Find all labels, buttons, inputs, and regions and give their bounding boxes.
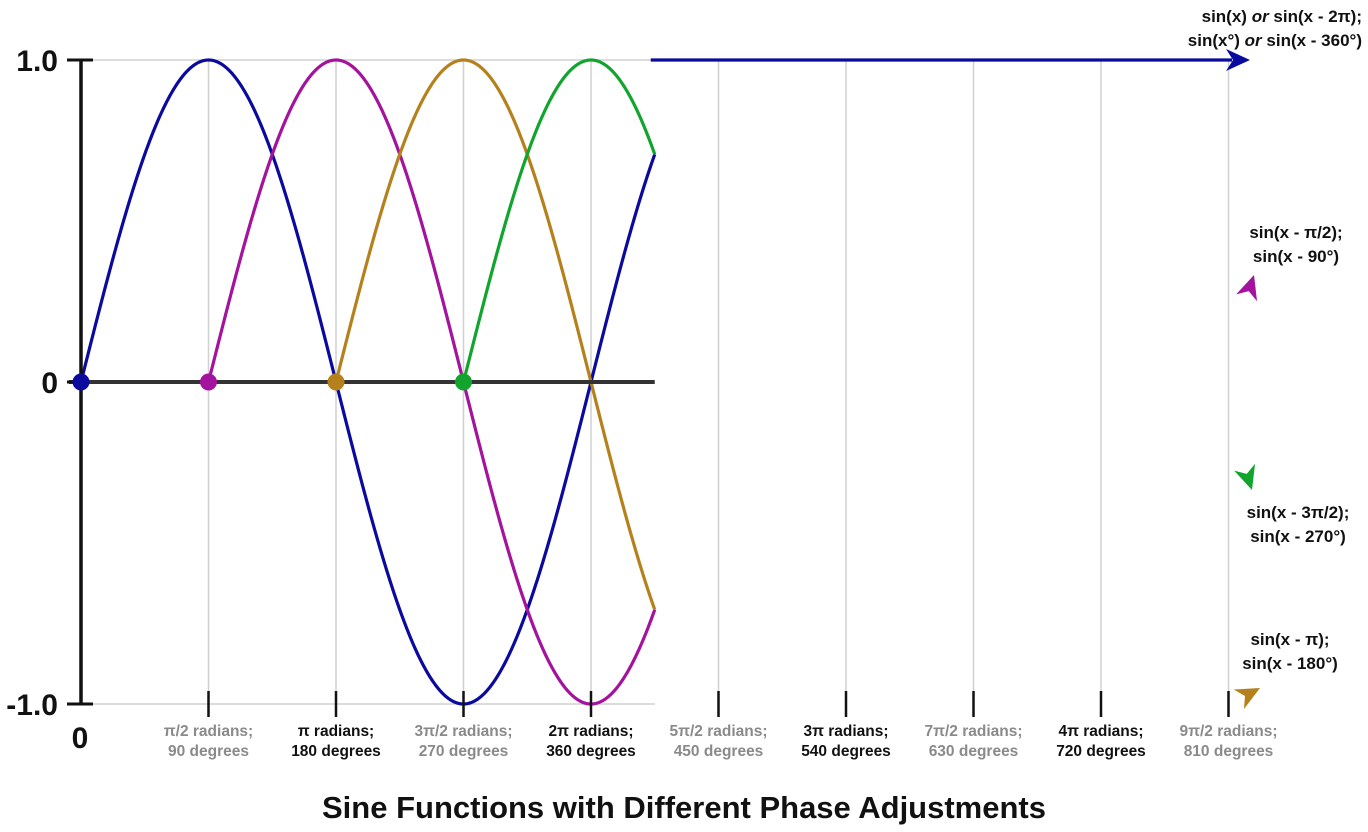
- series-label-italic: or: [1240, 31, 1266, 50]
- x-tick-label-radians: 5π/2 radians;: [669, 723, 767, 740]
- x-tick-label-radians: 3π radians;: [803, 723, 888, 740]
- x-tick-label-degrees: 540 degrees: [801, 743, 891, 760]
- sine-curves: [79, 49, 1260, 709]
- x-tick-label-radians: 7π/2 radians;: [924, 723, 1022, 740]
- arrowhead: [1236, 275, 1258, 302]
- arrowhead-shape: [1236, 275, 1258, 302]
- x-tick-label-radians: 2π radians;: [548, 723, 633, 740]
- series-label-line: sin(x - 180°): [1242, 654, 1338, 673]
- phase-start-dot: [455, 373, 473, 391]
- x-tick-label-degrees: 810 degrees: [1184, 743, 1274, 760]
- x-tick-label-degrees: 630 degrees: [929, 743, 1019, 760]
- arrowhead-shape: [1233, 688, 1260, 709]
- x-tick-label-radians: 3π/2 radians;: [414, 723, 512, 740]
- phase-start-dots: [72, 373, 473, 391]
- axes: 1.0 0 -1.0 0: [6, 45, 1230, 755]
- y-tick-label: 1.0: [16, 45, 58, 78]
- series-label-line: sin(x - 270°): [1250, 527, 1346, 546]
- x-tick-label-radians: 4π radians;: [1058, 723, 1143, 740]
- arrowhead-shape: [1226, 49, 1250, 71]
- y-tick-label: -1.0: [6, 689, 58, 722]
- series-line: [334, 58, 657, 611]
- x-origin-label: 0: [72, 722, 89, 755]
- series-label-line: sin(x) or sin(x - 2π);: [1202, 7, 1362, 26]
- x-tick-label-degrees: 180 degrees: [291, 743, 381, 760]
- series-label-text: sin(x - π);: [1250, 630, 1329, 649]
- x-tick-label-degrees: 450 degrees: [674, 743, 764, 760]
- series-label-text: sin(x - 180°): [1242, 654, 1338, 673]
- phase-start-dot: [200, 373, 218, 391]
- x-tick-labels: π/2 radians; 90 degrees π radians; 180 degr…: [164, 723, 1278, 760]
- x-tick-label-radians: π radians;: [298, 723, 374, 740]
- chart-title: Sine Functions with Different Phase Adju…: [322, 790, 1046, 825]
- series-label-line: sin(x - π);: [1250, 630, 1329, 649]
- series-label-line: sin(x - π/2);: [1249, 223, 1342, 242]
- series-label-text: sin(x - 3π/2);: [1247, 503, 1350, 522]
- arrowhead: [1234, 463, 1256, 490]
- series-label-text: sin(x): [1202, 7, 1247, 26]
- x-tick-label-degrees: 360 degrees: [546, 743, 636, 760]
- x-tick-label-degrees: 90 degrees: [168, 743, 249, 760]
- series-label-italic: or: [1247, 7, 1273, 26]
- arrowhead-shape: [1234, 463, 1256, 490]
- series-label-text: sin(x - π/2);: [1249, 223, 1342, 242]
- series-line: [461, 58, 657, 383]
- phase-start-dot: [72, 373, 90, 391]
- series-label-line: sin(x°) or sin(x - 360°): [1188, 31, 1362, 50]
- series-label-text: sin(x°): [1188, 31, 1240, 50]
- series-label-text: sin(x - 360°): [1266, 31, 1362, 50]
- x-tick-label-radians: 9π/2 radians;: [1179, 723, 1277, 740]
- phase-start-dot: [327, 373, 345, 391]
- y-tick-label: 0: [41, 367, 58, 400]
- series-label-line: sin(x - 3π/2);: [1247, 503, 1350, 522]
- x-tick-label-degrees: 720 degrees: [1056, 743, 1146, 760]
- series-line: [206, 58, 657, 706]
- arrowhead: [1233, 688, 1260, 709]
- x-tick-label-radians: π/2 radians;: [164, 723, 253, 740]
- series-label-text: sin(x - 270°): [1250, 527, 1346, 546]
- series-annotations: sin(x) or sin(x - 2π); sin(x°) or sin(x -…: [1188, 7, 1362, 673]
- x-tick-label-degrees: 270 degrees: [419, 743, 509, 760]
- arrowhead: [1226, 49, 1250, 71]
- series-label-line: sin(x - 90°): [1253, 247, 1339, 266]
- series-label-text: sin(x - 2π);: [1273, 7, 1362, 26]
- series-label-text: sin(x - 90°): [1253, 247, 1339, 266]
- series-line: [79, 58, 657, 706]
